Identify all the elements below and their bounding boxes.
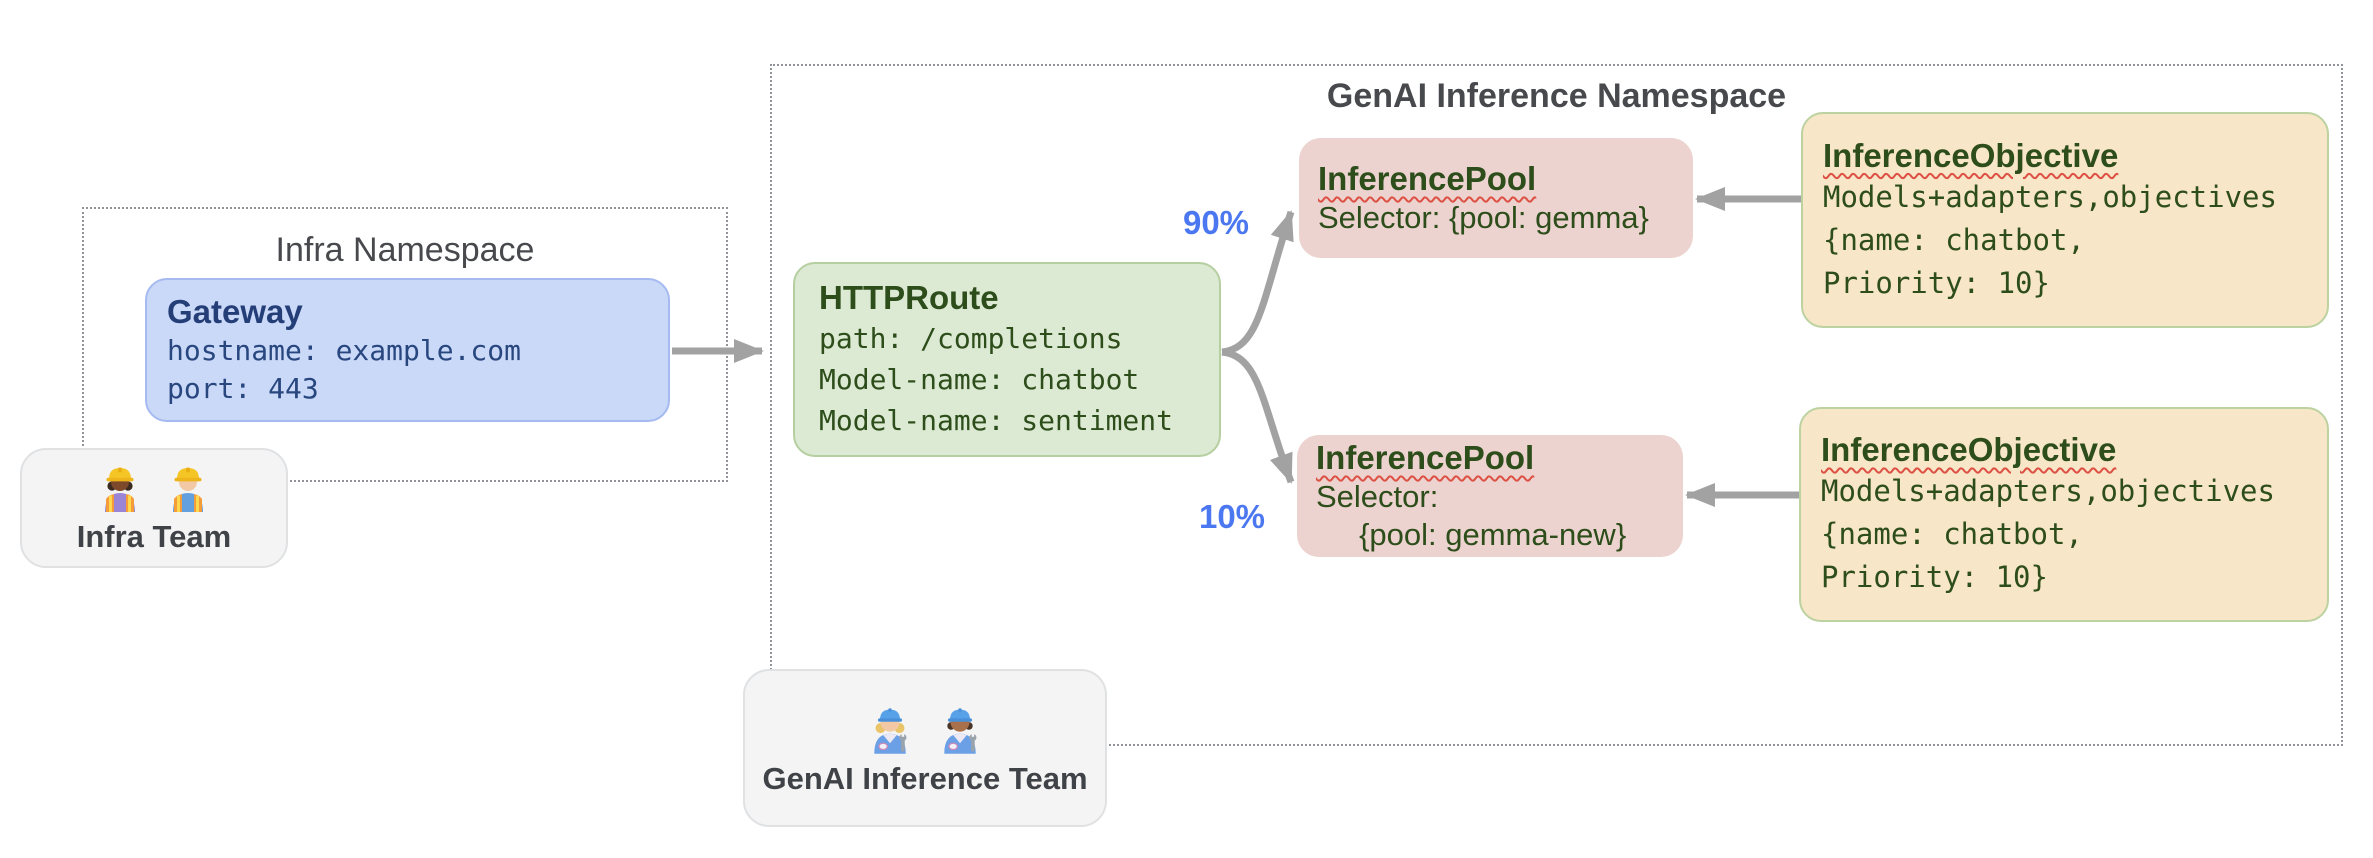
genai-namespace-container [770,64,2343,746]
inference-objective-top-name-line: {name: chatbot, [1823,222,2085,257]
gateway-port-line: port: 443 [167,372,319,405]
infra-namespace-container [82,207,728,482]
httproute-node: HTTPRoute path: /completions Model-name:… [793,262,1221,457]
inference-objective-bottom-name-line: {name: chatbot, [1821,517,2083,551]
inference-pool-bottom-selector-line: Selector: [1316,479,1439,514]
man-construction-worker-icon [173,467,203,512]
gateway-hostname-line: hostname: example.com [167,334,522,367]
traffic-split-90-label: 90% [1182,204,1250,241]
infra-namespace-title: Infra Namespace [275,231,535,269]
httproute-model-chatbot-line: Model-name: chatbot [819,363,1140,396]
traffic-split-10-label: 10% [1198,498,1266,535]
inference-objective-bottom-node: InferenceObjective Models+adapters,objec… [1799,407,2329,622]
httproute-path-line: path: /completions [819,322,1123,355]
man-mechanic-icon [944,707,977,754]
infra-team-label: Infra Team [76,519,232,554]
genai-team-label: GenAI Inference Team [762,760,1088,796]
inference-objective-bottom-models-line: Models+adapters,objectives [1821,474,2275,508]
httproute-model-sentiment-line: Model-name: sentiment [819,404,1174,437]
infra-team-icons [100,462,208,512]
inference-objective-bottom-title: InferenceObjective [1821,431,2117,468]
httproute-title: HTTPRoute [819,279,999,316]
inference-pool-bottom-node: InferencePool Selector: {pool: gemma-new… [1297,435,1683,557]
inference-objective-top-models-line: Models+adapters,objectives [1823,179,2277,214]
inference-pool-bottom-title: InferencePool [1316,439,1535,476]
inference-pool-bottom-selector-value-line: {pool: gemma-new} [1316,517,1627,552]
gateway-title: Gateway [167,293,303,330]
woman-mechanic-icon [874,707,907,754]
inference-pool-top-node: InferencePool Selector: {pool: gemma} [1299,138,1693,258]
inference-objective-top-node: InferenceObjective Models+adapters,objec… [1801,112,2329,328]
inference-pool-top-selector-line: Selector: {pool: gemma} [1318,200,1649,235]
genai-inference-team-card: GenAI Inference Team [743,669,1107,827]
inference-objective-bottom-priority-line: Priority: 10} [1821,560,2048,594]
inference-objective-top-title: InferenceObjective [1823,136,2119,174]
inference-pool-top-title: InferencePool [1318,160,1537,197]
gateway-node: Gateway hostname: example.com port: 443 [145,278,670,422]
woman-construction-worker-icon [105,467,135,512]
inference-objective-top-priority-line: Priority: 10} [1823,265,2050,300]
infra-team-card: Infra Team [20,448,288,568]
genai-team-icons [869,701,981,754]
genai-namespace-title: GenAI Inference Namespace [1326,77,1787,115]
